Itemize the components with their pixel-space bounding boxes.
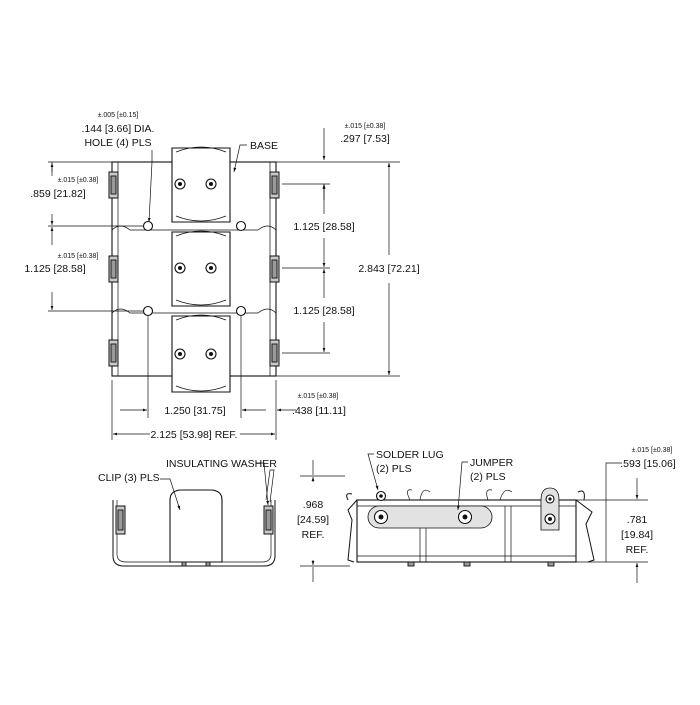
top-offset-dim: .297 [7.53]	[340, 133, 390, 145]
top-view	[108, 146, 280, 393]
overall-height-dim: 2.843 [72.21]	[358, 263, 419, 275]
left-side-lugs	[108, 171, 119, 367]
clip-bottom	[171, 314, 231, 393]
edge-offset-tolerance: ±.015 [±0.38]	[298, 393, 339, 400]
pitch-dim-lower: 1.125 [28.58]	[293, 305, 354, 317]
base-label: BASE	[250, 140, 278, 152]
top-view-dimensions: ±.005 [±0.15] .144 [3.66] DIA. HOLE (4) …	[24, 112, 419, 441]
pitch-dim-upper: 1.125 [28.58]	[293, 221, 354, 233]
jumper-label: JUMPER	[470, 457, 514, 469]
side-height-ref: REF.	[302, 529, 325, 541]
hole-quantity: HOLE (4) PLS	[84, 137, 151, 149]
left-offset-tolerance: ±.015 [±0.38]	[58, 177, 99, 184]
right-height-dim: .781	[627, 514, 648, 526]
hole-diameter: .144 [3.66] DIA.	[82, 123, 155, 135]
right-offset-dim: .593 [15.06]	[620, 458, 676, 470]
side-height-metric: [24.59]	[297, 514, 329, 526]
right-height-ref: REF.	[626, 544, 649, 556]
end-view: CLIP (3) PLS INSULATING WASHER	[98, 458, 277, 567]
hole-tolerance: ±.005 [±0.15]	[98, 112, 139, 119]
solder-lug-qty: (2) PLS	[376, 463, 412, 475]
left-pitch-dim: 1.125 [28.58]	[24, 263, 85, 275]
jumper-qty: (2) PLS	[470, 471, 506, 483]
clip-label: CLIP (3) PLS	[98, 472, 160, 484]
end-view-clip	[169, 489, 223, 563]
clip-top	[171, 146, 231, 223]
washer-label: INSULATING WASHER	[166, 458, 277, 470]
right-offset-tolerance: ±.015 [±0.38]	[632, 447, 673, 454]
solder-lug-label: SOLDER LUG	[376, 449, 444, 461]
hole-span-dim: 1.250 [31.75]	[164, 405, 225, 417]
right-height-metric: [19.84]	[621, 529, 653, 541]
right-side-lugs	[269, 171, 280, 367]
left-offset-dim: .859 [21.82]	[30, 188, 86, 200]
side-view: SOLDER LUG (2) PLS JUMPER (2) PLS .968 […	[297, 447, 676, 583]
clip-middle	[171, 230, 231, 307]
top-offset-tolerance: ±.015 [±0.38]	[345, 123, 386, 130]
edge-offset-dim: .438 [11.11]	[292, 405, 346, 417]
side-height-dim: .968	[303, 499, 324, 511]
left-pitch-tolerance: ±.015 [±0.38]	[58, 253, 99, 260]
overall-width-dim: 2.125 [53.98] REF.	[151, 429, 238, 441]
